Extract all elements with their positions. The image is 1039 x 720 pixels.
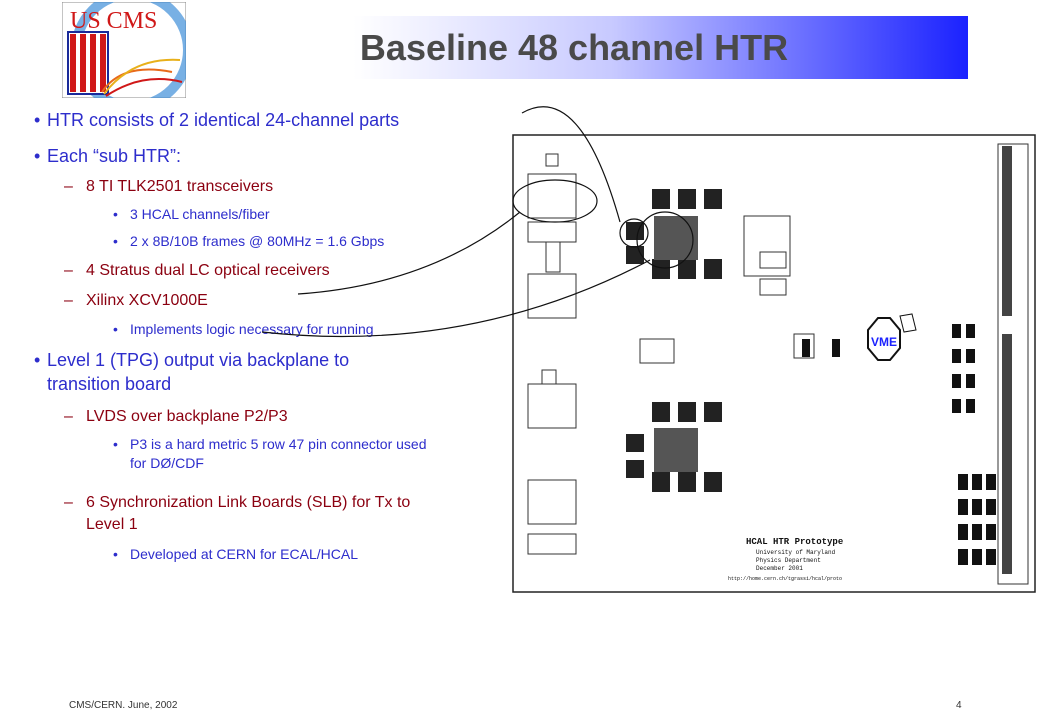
bullet-marker: •: [34, 146, 41, 166]
bullet-marker: –: [64, 178, 73, 195]
bullet-marker: –: [64, 292, 73, 309]
prototype-line: December 2001: [756, 565, 803, 572]
vme-label: VME: [871, 335, 897, 349]
bullet-text: Developed at CERN for ECAL/HCAL: [130, 546, 358, 562]
bullet-text: Xilinx XCV1000E: [86, 292, 208, 309]
prototype-line: University of Maryland: [756, 549, 836, 556]
bullet-text: 2 x 8B/10B frames @ 80MHz = 1.6 Gbps: [130, 233, 385, 249]
bullet-text: Implements logic necessary for running: [130, 321, 374, 337]
page-number: 4: [956, 700, 962, 711]
bullet-text: LVDS over backplane P2/P3: [86, 408, 288, 425]
bullet-text-continued: transition board: [47, 374, 172, 394]
bullet-marker: •: [113, 233, 118, 249]
bullet-text: Level 1 (TPG) output via backplane to: [47, 350, 350, 370]
bullet-marker: –: [64, 408, 73, 425]
bullet-list: • HTR consists of 2 identical 24-channel…: [0, 0, 530, 640]
bullet-text-continued: for DØ/CDF: [130, 455, 204, 471]
bullet-marker: –: [64, 262, 73, 279]
bullet-text: P3 is a hard metric 5 row 47 pin connect…: [130, 436, 427, 452]
bullet-text: 8 TI TLK2501 transceivers: [86, 178, 274, 195]
bullet-text: Each “sub HTR”:: [47, 146, 182, 166]
bullet-marker: •: [113, 436, 118, 452]
htr-board-drawing: VME HCAL HTR Prototype University of Mar…: [512, 134, 1036, 593]
title-bar: [180, 16, 968, 79]
bullet-marker: •: [113, 206, 118, 222]
bullet-marker: –: [64, 494, 73, 511]
prototype-line: Physics Department: [756, 557, 821, 564]
bullet-text: 4 Stratus dual LC optical receivers: [86, 262, 330, 279]
bullet-text: 6 Synchronization Link Boards (SLB) for …: [86, 494, 411, 511]
bullet-marker: •: [34, 350, 41, 370]
bullet-text: 3 HCAL channels/fiber: [130, 206, 270, 222]
bullet-text-continued: Level 1: [86, 516, 138, 533]
us-cms-logo: US CMS: [62, 2, 186, 98]
bullet-marker: •: [113, 546, 118, 562]
prototype-url: http://home.cern.ch/tgrassi/hcal/proto: [728, 576, 842, 582]
footer-text: CMS/CERN. June, 2002: [69, 700, 178, 711]
bullet-marker: •: [34, 110, 41, 130]
logo-text: US CMS: [70, 8, 157, 34]
bullet-marker: •: [113, 321, 118, 337]
prototype-title: HCAL HTR Prototype: [746, 537, 843, 547]
bullet-text: HTR consists of 2 identical 24-channel p…: [47, 110, 400, 130]
slide-title: Baseline 48 channel HTR: [359, 27, 789, 68]
